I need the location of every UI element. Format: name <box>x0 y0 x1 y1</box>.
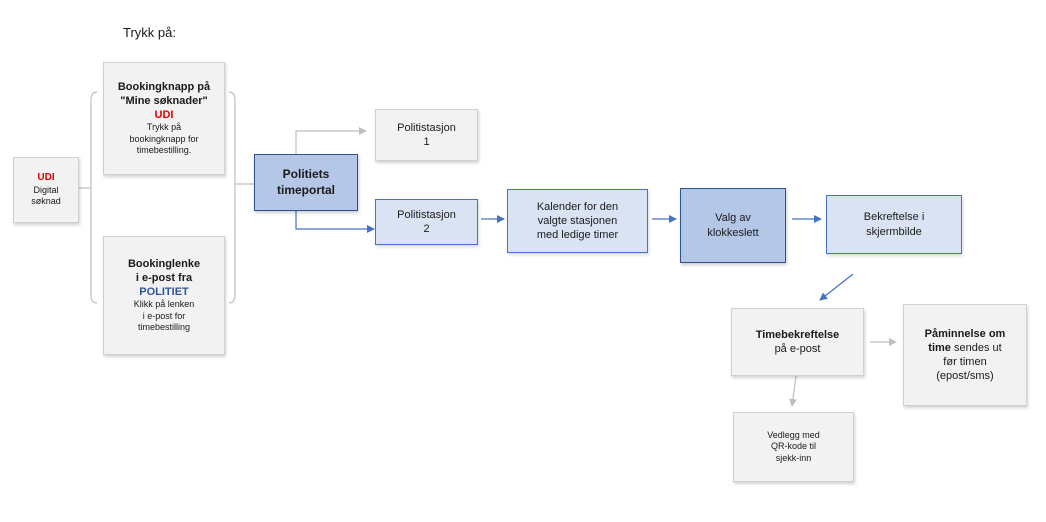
booking-button-title1: Bookingknapp på <box>117 81 211 94</box>
node-udi-digital-application: UDI Digital søknad <box>13 157 79 223</box>
node-time-selection: Valg av klokkeslett <box>680 188 786 263</box>
arrow-portal-to-station-2 <box>295 211 375 233</box>
station-2-line1: Politistasjon <box>397 208 456 221</box>
node-police-station-2: Politistasjon 2 <box>375 199 478 245</box>
booking-link-brand: POLITIET <box>139 286 189 299</box>
reminder-line2-rest: sendes ut <box>950 341 1002 354</box>
intro-text: Trykk på: <box>123 25 176 40</box>
calendar-line3: med ledige timer <box>536 229 619 242</box>
reminder-line1: Påminnelse om <box>924 327 1006 340</box>
police-portal-line1: Politiets <box>282 167 330 182</box>
booking-link-desc2: i e-post for <box>142 310 186 321</box>
confirm-screen-line2: skjermbilde <box>866 225 922 238</box>
node-booking-link: Bookinglenke i e-post fra POLITIET Klikk… <box>103 236 225 355</box>
arrow-portal-to-station-1 <box>295 127 367 154</box>
reminder-time-word: time <box>928 341 951 354</box>
node-reminder: Påminnelse om time sendes ut før timen (… <box>903 304 1027 406</box>
attachment-line1: Vedlegg med <box>767 429 820 440</box>
booking-link-title1: Bookinglenke <box>127 258 201 271</box>
udi-digital-line2: søknad <box>31 196 61 207</box>
calendar-line2: valgte stasjonen <box>537 214 618 227</box>
confirm-screen-line1: Bekreftelse i <box>863 211 925 224</box>
time-select-line2: klokkeslett <box>707 226 759 239</box>
police-portal-line2: timeportal <box>276 182 335 197</box>
node-email-confirmation: Timebekreftelse på e-post <box>731 308 864 376</box>
calendar-line1: Kalender for den <box>536 200 619 213</box>
reminder-line2: time sendes ut <box>928 341 1001 355</box>
udi-digital-line1: Digital <box>33 184 59 195</box>
time-select-line1: Valg av <box>715 212 751 225</box>
booking-link-desc1: Klikk på lenken <box>133 299 195 310</box>
booking-link-title2: i e-post fra <box>135 272 193 285</box>
booking-button-desc3: timebestilling. <box>136 145 192 156</box>
confirm-email-line1: Timebekreftelse <box>755 328 840 341</box>
station-2-line2: 2 <box>423 223 430 235</box>
attachment-line3: sjekk-inn <box>775 452 812 463</box>
attachment-line2: QR-kode til <box>770 441 816 452</box>
station-1-line2: 1 <box>423 136 430 148</box>
booking-link-desc3: timebestilling <box>137 322 191 333</box>
node-police-timeportal: Politiets timeportal <box>254 154 358 211</box>
brace-right <box>228 91 236 304</box>
node-calendar: Kalender for den valgte stasjonen med le… <box>507 189 648 253</box>
node-qr-attachment: Vedlegg med QR-kode til sjekk-inn <box>733 412 854 482</box>
station-1-line1: Politistasjon <box>397 121 456 134</box>
reminder-line4: (epost/sms) <box>936 370 994 383</box>
reminder-line3: før timen <box>943 356 987 368</box>
booking-button-desc1: Trykk på <box>146 122 182 133</box>
arrow-email-to-attachment <box>788 375 797 407</box>
udi-brand-label: UDI <box>37 172 55 184</box>
node-booking-button: Bookingknapp på "Mine søknader" UDI Tryk… <box>103 62 225 175</box>
brace-left <box>90 91 98 304</box>
booking-button-brand: UDI <box>154 109 174 122</box>
node-police-station-1: Politistasjon 1 <box>375 109 478 161</box>
confirm-email-line2: på e-post <box>774 343 821 355</box>
booking-button-desc2: bookingknapp for <box>129 133 199 144</box>
arrow-confirm-to-email <box>819 273 854 301</box>
booking-button-title2: "Mine søknader" <box>120 95 208 108</box>
node-screen-confirmation: Bekreftelse i skjermbilde <box>826 195 962 254</box>
